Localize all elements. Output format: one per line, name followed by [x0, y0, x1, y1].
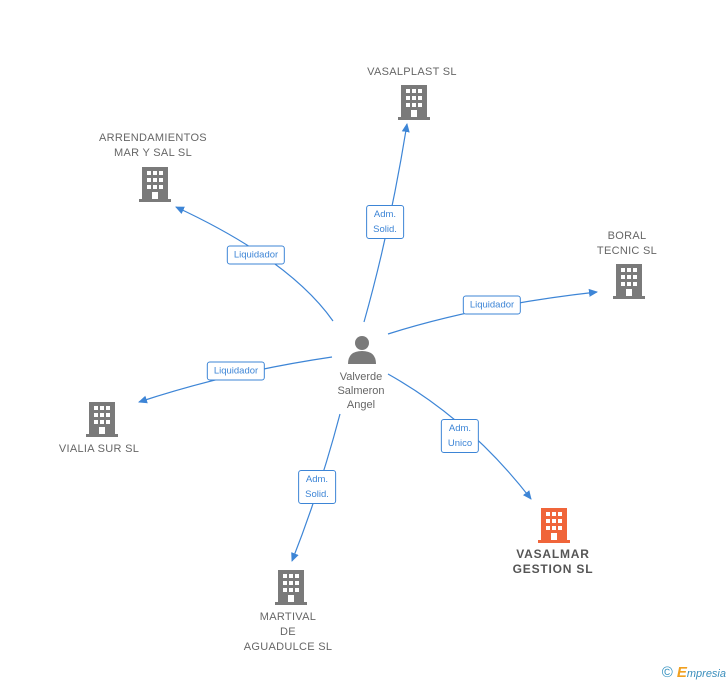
brand-footer: © Empresia [662, 664, 726, 681]
node-label-martival[interactable]: MARTIVAL DE AGUADULCE SL [243, 611, 333, 653]
edge-label-vasalplast: Adm. Solid. [366, 205, 404, 239]
brand-logo[interactable]: Empresia [677, 664, 726, 681]
node-label-vialia[interactable]: VIALIA SUR SL [58, 443, 140, 455]
node-label-arrendamientos[interactable]: ARRENDAMIENTOS MAR Y SAL SL [99, 132, 207, 159]
copyright-icon: © [661, 664, 673, 681]
building-icon-vasalplast[interactable] [398, 85, 430, 120]
node-label-vasalplast[interactable]: VASALPLAST SL [367, 66, 457, 78]
node-label-boral[interactable]: BORAL TECNIC SL [596, 230, 658, 257]
building-icon-arrendamientos[interactable] [139, 167, 171, 202]
edge-label-boral: Liquidador [462, 295, 522, 315]
person-icon[interactable] [347, 334, 377, 364]
edge-label-vasalmar: Adm. Unico [440, 419, 480, 453]
building-icon-vasalmar[interactable] [538, 508, 570, 543]
edge-label-vialia: Liquidador [206, 361, 266, 381]
edge-label-martival: Adm. Solid. [298, 470, 336, 504]
person-name[interactable]: Valverde Salmeron Angel [337, 371, 385, 411]
building-icon-martival[interactable] [275, 570, 307, 605]
building-icon-vialia[interactable] [86, 402, 118, 437]
building-icon-boral[interactable] [613, 264, 645, 299]
brand-initial: E [676, 664, 687, 681]
node-label-vasalmar[interactable]: VASALMAR GESTION SL [512, 547, 594, 576]
edge-label-arrendamientos: Liquidador [226, 245, 286, 265]
brand-name: mpresia [686, 668, 726, 680]
